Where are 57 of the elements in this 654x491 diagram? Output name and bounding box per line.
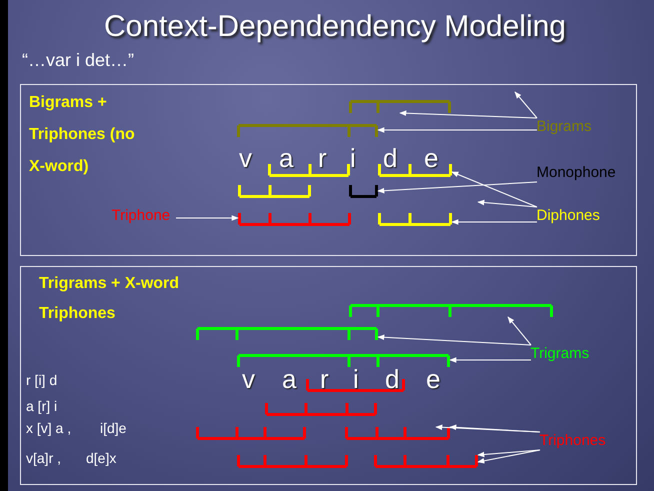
bracket: [264, 402, 376, 416]
annotation-label: Triphone: [112, 206, 170, 224]
phone-letter: d: [383, 143, 398, 174]
bracket: [238, 184, 310, 198]
arrow: [451, 172, 538, 208]
bracket: [348, 184, 378, 198]
annotation-label: Diphones: [536, 206, 600, 224]
arrow: [377, 334, 532, 346]
phone-letter: a: [279, 143, 294, 174]
label-text: x [v] a ,: [26, 420, 72, 436]
arrow: [377, 182, 538, 194]
arrow: [399, 110, 538, 118]
phone-letter: a: [282, 364, 296, 395]
phone-letter: e: [424, 143, 438, 174]
phone-letter: i: [353, 364, 359, 395]
arrow: [449, 357, 532, 363]
phone-letter: d: [385, 364, 400, 395]
panel-frame: [20, 84, 637, 256]
panel-frame: [20, 266, 637, 485]
bracket: [344, 426, 450, 440]
arrow: [176, 215, 239, 221]
bracket: [374, 454, 478, 468]
bracket: [378, 212, 452, 226]
bracket: [238, 212, 350, 226]
annotation-label: Triphones: [540, 432, 606, 448]
arrow: [477, 200, 538, 208]
phone-letter: v: [242, 364, 255, 395]
panel-heading: Bigrams + Triphones (no X-word): [29, 93, 136, 177]
label-text: a [r] i: [26, 398, 58, 414]
arrow: [377, 127, 538, 133]
label-text: v[a]r ,: [26, 450, 62, 466]
annotation-label: Bigrams: [536, 118, 592, 134]
phone-letter: v: [239, 143, 252, 174]
label-text: i[d]e: [100, 420, 126, 436]
label-text: “…var i det…”: [22, 50, 134, 71]
arrow: [477, 450, 540, 458]
bracket: [196, 326, 378, 340]
arrow: [508, 316, 532, 346]
annotation-label: Trigrams: [530, 344, 590, 362]
arrow: [451, 219, 538, 225]
phone-letter: r: [318, 143, 327, 174]
arrow: [514, 91, 538, 118]
bracket: [348, 304, 552, 316]
phone-letter: i: [350, 143, 356, 174]
bracket: [236, 354, 450, 366]
bracket: [236, 124, 378, 136]
annotation-label: Monophone: [536, 164, 616, 180]
panel-heading: Trigrams + X-word Triphones: [39, 274, 180, 324]
phone-letter: e: [426, 364, 440, 395]
bracket: [236, 454, 348, 468]
arrow: [477, 450, 540, 464]
bracket: [196, 426, 306, 440]
label-text: r [i] d: [26, 372, 58, 388]
title: Context-Dependendency Modeling: [103, 10, 567, 44]
bracket: [348, 100, 450, 112]
label-text: d[e]x: [86, 450, 116, 466]
phone-letter: r: [320, 364, 329, 395]
